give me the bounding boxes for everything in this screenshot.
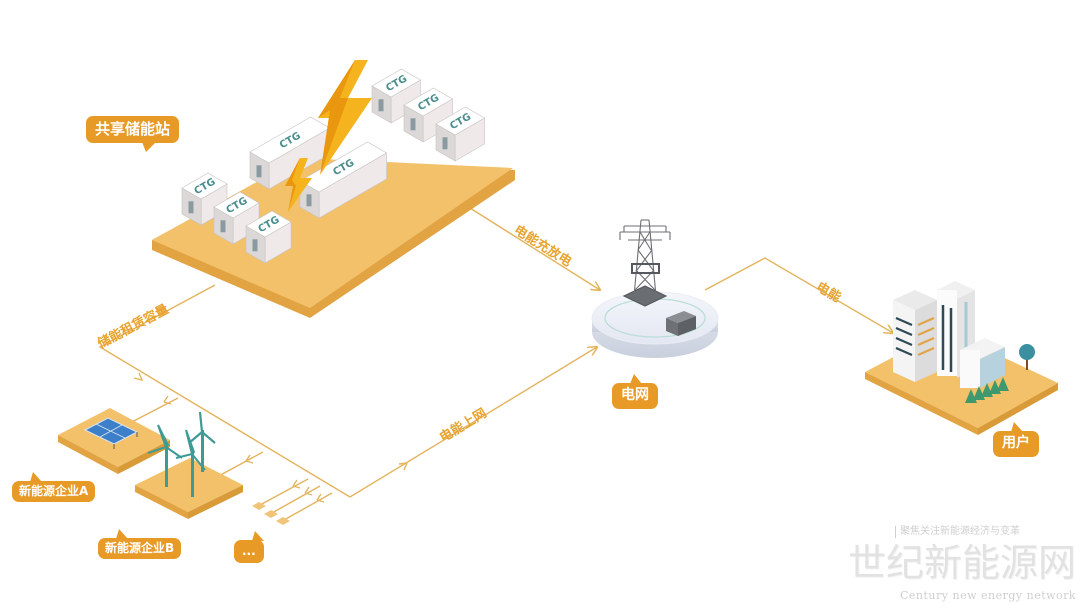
container-door — [256, 165, 262, 178]
arrow-chevron — [304, 486, 313, 496]
more-enterprises-plots — [252, 502, 290, 525]
container-top — [181, 172, 228, 200]
container-door — [442, 137, 448, 150]
more-enterprises-label: ... — [234, 531, 264, 563]
watermark-subtitle: 聚焦关注新能源经济与变革 — [895, 526, 1020, 538]
tree-icon — [965, 377, 1009, 403]
branch-more-2-line — [271, 485, 321, 514]
branch-more-3-line — [283, 492, 333, 521]
arrow-chevron — [398, 462, 408, 471]
container-top — [213, 191, 260, 219]
container-door — [410, 118, 416, 131]
flow-lines — [98, 203, 893, 521]
flow-arrows — [133, 372, 408, 503]
user-site — [865, 281, 1058, 435]
user-label: 用户 — [993, 422, 1039, 457]
arrow-chevron — [133, 372, 144, 382]
container-door — [188, 201, 194, 214]
watermark-title: 世纪新能源网 — [848, 541, 1077, 585]
tree-icon — [1019, 344, 1035, 370]
container-door — [252, 239, 258, 252]
container-top — [435, 106, 486, 136]
charge-discharge-line — [462, 203, 600, 290]
to-grid-line — [349, 347, 597, 498]
lightning-bolt-icon — [285, 158, 312, 212]
arrow-chevron — [316, 493, 325, 503]
arrow-chevron — [245, 454, 254, 464]
grid-label: 电网 — [612, 374, 658, 409]
branch-more-1-line — [259, 478, 309, 506]
container-door — [306, 194, 312, 207]
transmission-tower-icon — [619, 219, 671, 307]
office-buildings-icon — [893, 281, 1005, 388]
solar-panel-icon — [83, 417, 139, 449]
container-top — [299, 141, 388, 193]
container-top — [245, 210, 292, 238]
container-top — [403, 87, 454, 117]
watermark-english: Century new energy network — [900, 589, 1077, 602]
transformer-icon — [666, 311, 696, 336]
to-user-line — [704, 257, 893, 333]
enterprise-a-site — [58, 408, 170, 474]
arrow-chevron — [163, 395, 172, 405]
enterprise-a-label: 新能源企业A — [12, 472, 96, 502]
lease-capacity-line — [98, 284, 351, 498]
branch-b-line — [214, 451, 264, 479]
enterprise-b-label: 新能源企业B — [98, 529, 182, 559]
storage-station-label: 共享储能站 — [86, 116, 180, 152]
grid-station — [591, 219, 719, 358]
branch-a-line — [129, 397, 179, 424]
arrow-chevron — [292, 479, 301, 489]
enterprise-b-site — [135, 411, 243, 519]
container-top — [371, 68, 422, 98]
container-door — [378, 99, 384, 112]
container-door — [220, 220, 226, 233]
wind-turbine-icon — [147, 411, 216, 497]
lightning-bolt-icon — [318, 60, 372, 175]
